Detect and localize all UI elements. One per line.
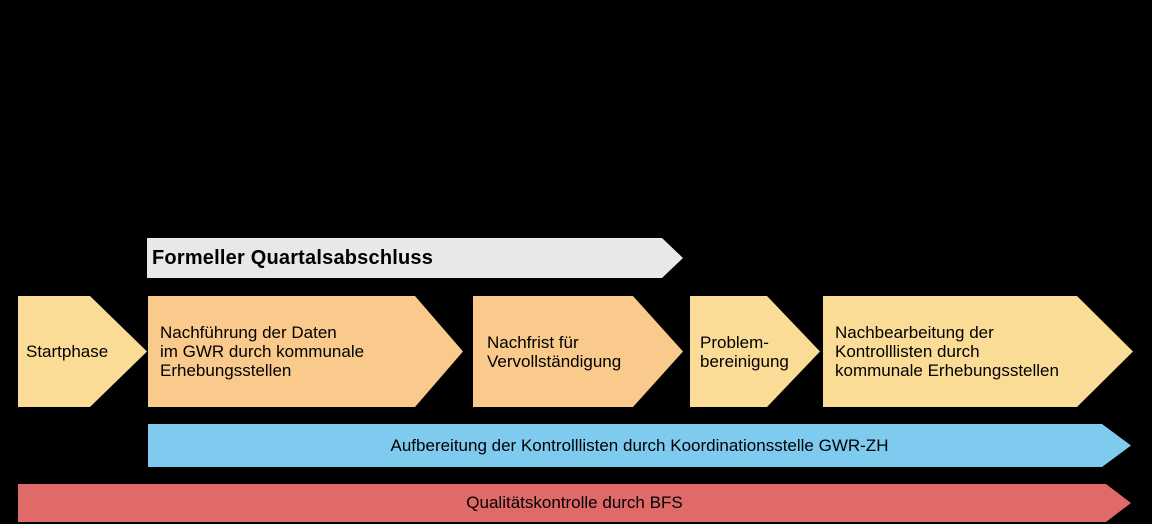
formeller-quartalsabschluss-arrow: Formeller Quartalsabschluss [147, 238, 683, 278]
phase-arrow-nachbearbeitung: Nachbearbeitung der Kontrolllisten durch… [823, 296, 1133, 407]
phase-arrow-problembereinigung: Problem- bereinigung [690, 296, 820, 407]
aufbereitung-kontrolllisten-bar: Aufbereitung der Kontrolllisten durch Ko… [148, 424, 1131, 467]
phase-nachfuehrung-label: Nachführung der Daten im GWR durch kommu… [160, 323, 365, 380]
phase-nachbearbeitung-label: Nachbearbeitung der Kontrolllisten durch… [835, 323, 1059, 380]
aufbereitung-kontrolllisten-label: Aufbereitung der Kontrolllisten durch Ko… [390, 435, 889, 455]
qualitaetskontrolle-bfs-bar: Qualitätskontrolle durch BFS [18, 484, 1131, 522]
formeller-quartalsabschluss-label: Formeller Quartalsabschluss [152, 246, 434, 269]
phase-nachfrist-label: Nachfrist für Vervollständigung [487, 332, 622, 371]
phase-arrow-nachfuehrung-der-daten: Nachführung der Daten im GWR durch kommu… [148, 296, 463, 407]
phase-startphase-label: Startphase [26, 342, 109, 361]
phase-arrow-nachfrist: Nachfrist für Vervollständigung [473, 296, 683, 407]
phase-arrow-startphase: Startphase [18, 296, 147, 407]
qualitaetskontrolle-bfs-label: Qualitätskontrolle durch BFS [466, 493, 683, 512]
phase-problembereinigung-label: Problem- bereinigung [700, 332, 789, 371]
